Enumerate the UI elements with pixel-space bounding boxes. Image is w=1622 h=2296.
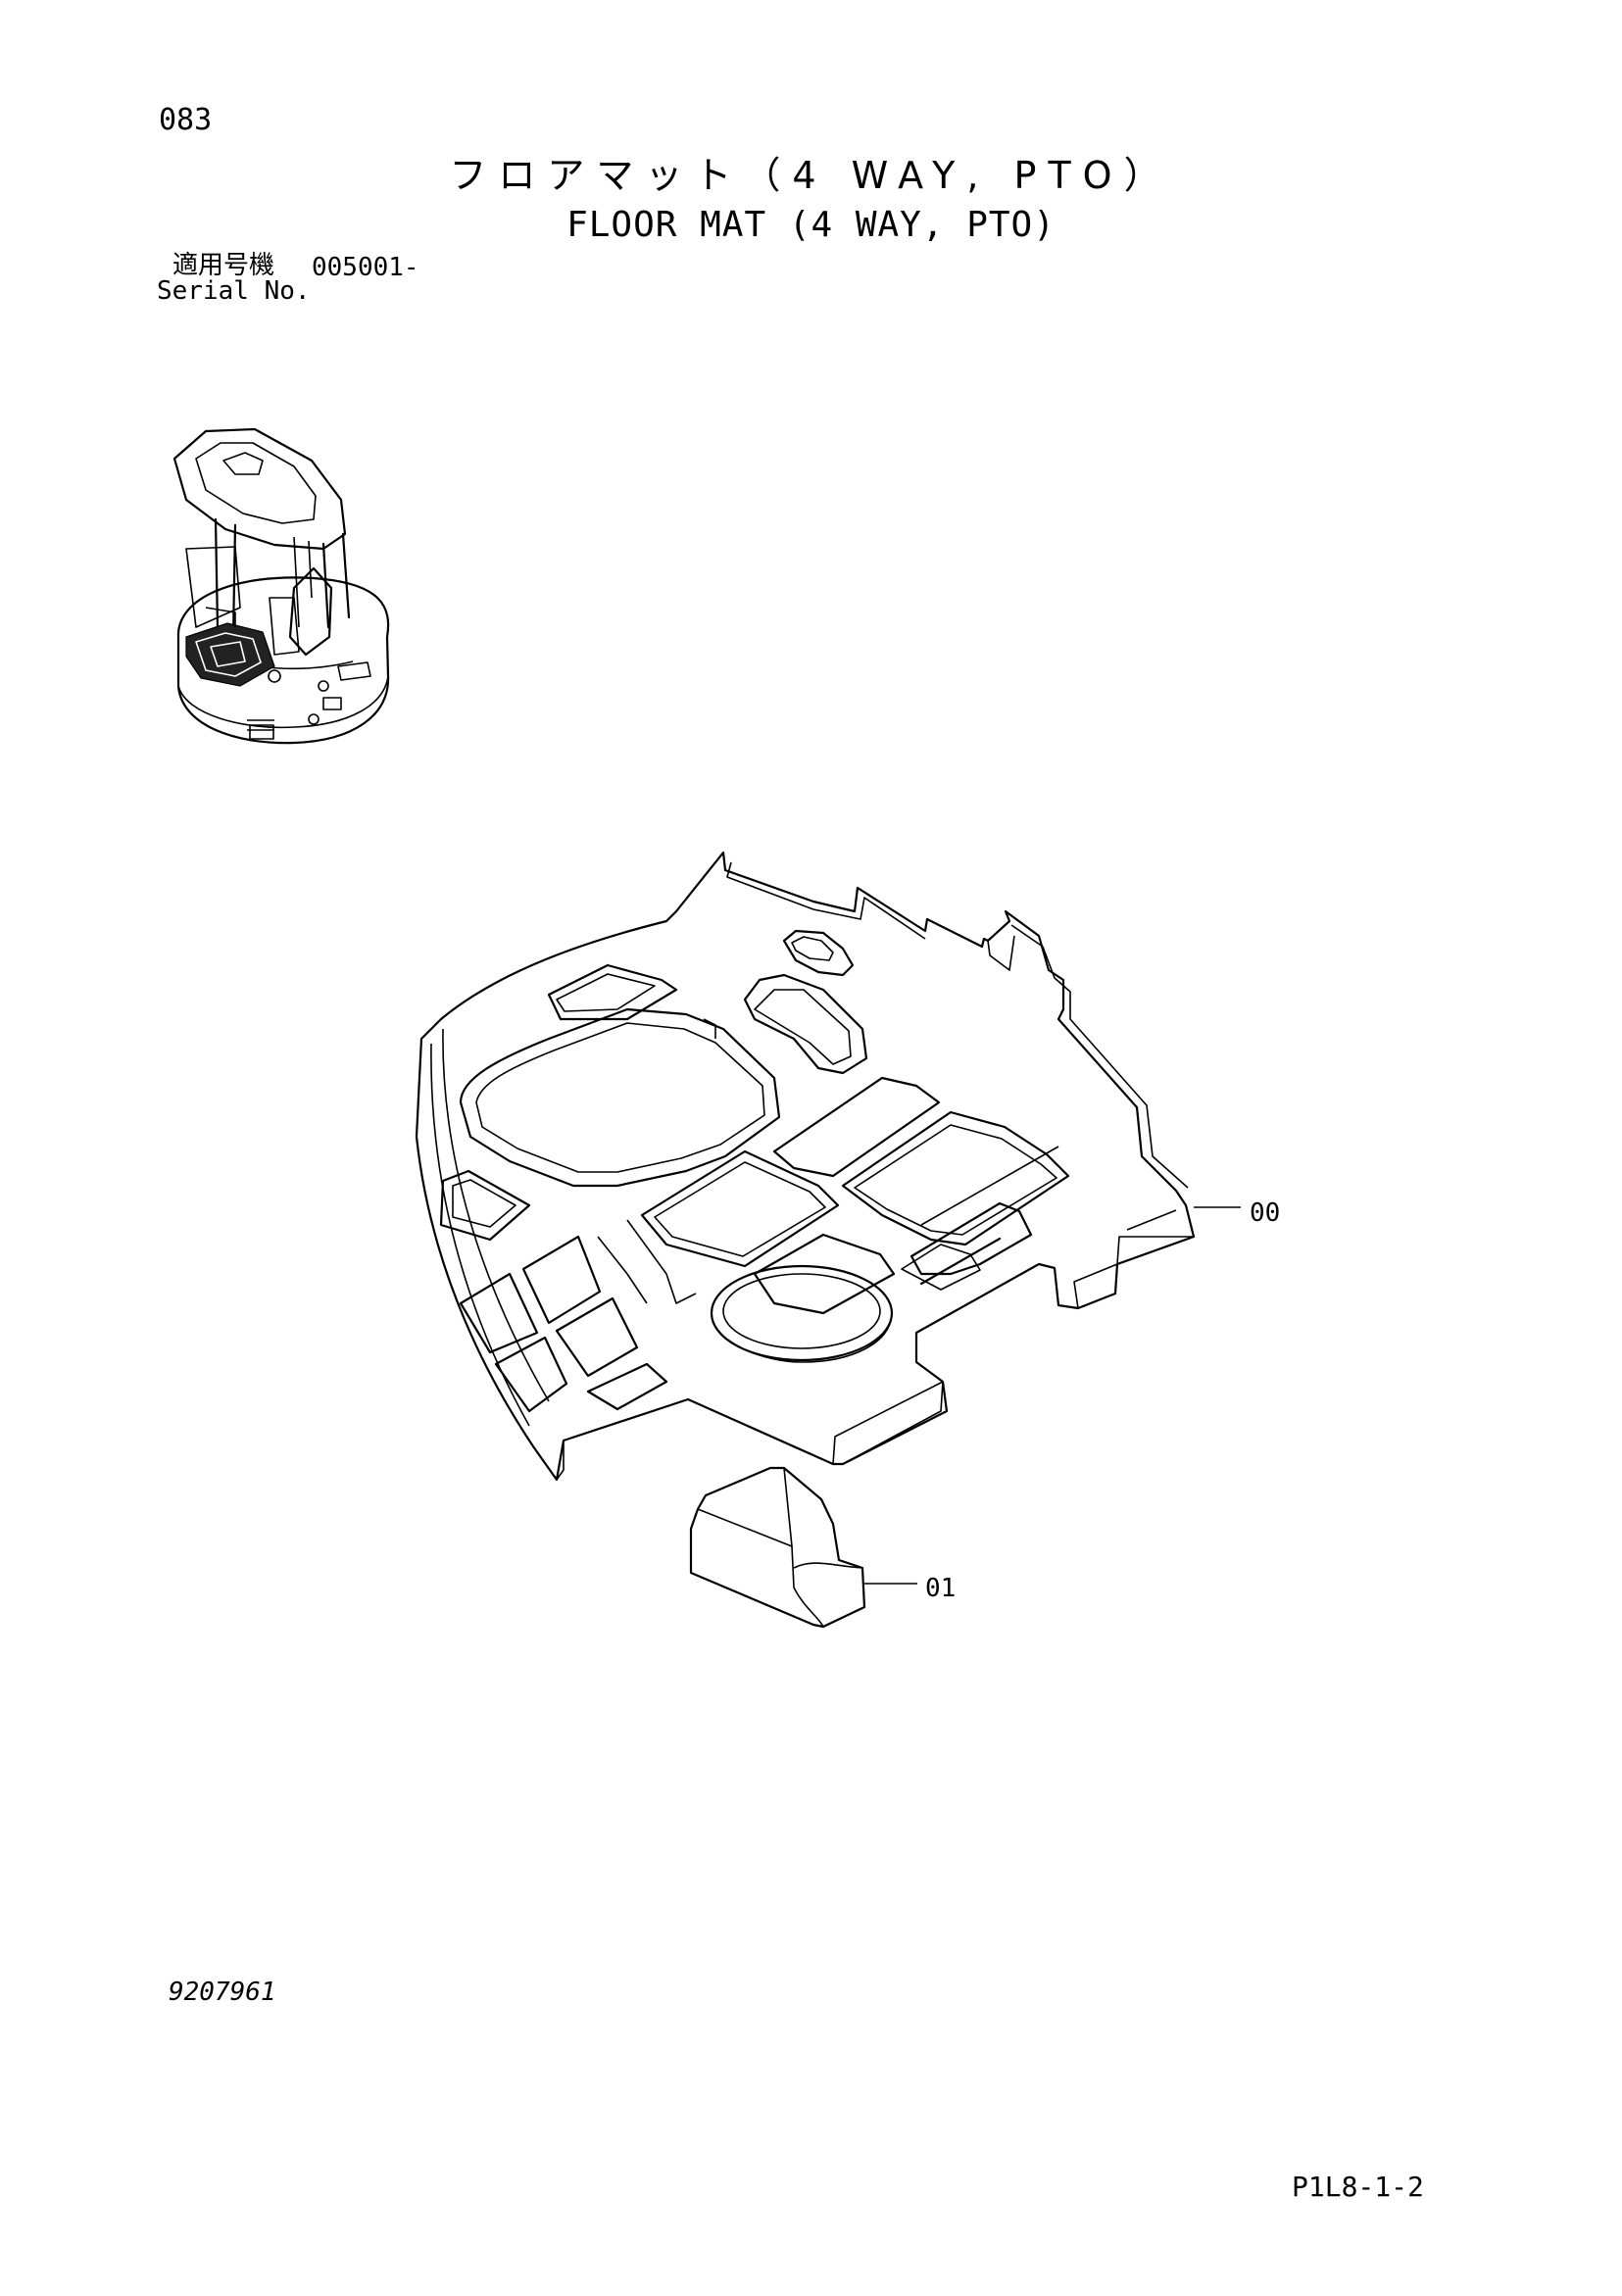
serial-label-english: Serial No. [157, 276, 311, 306]
serial-value: 005001- [312, 253, 419, 282]
title-english: FLOOR MAT (4 WAY, PTO) [566, 205, 1056, 245]
title-japanese: フロアマット（4 WAY, PTO） [449, 154, 1173, 197]
callout-01: 01 [925, 1574, 957, 1603]
document-id: 9207961 [169, 1978, 276, 2007]
page-number: 083 [159, 103, 213, 137]
callout-00: 00 [1250, 1198, 1281, 1228]
sheet-code: P1L8-1-2 [1292, 2171, 1424, 2203]
serial-label-japanese: 適用号機 [172, 251, 275, 280]
